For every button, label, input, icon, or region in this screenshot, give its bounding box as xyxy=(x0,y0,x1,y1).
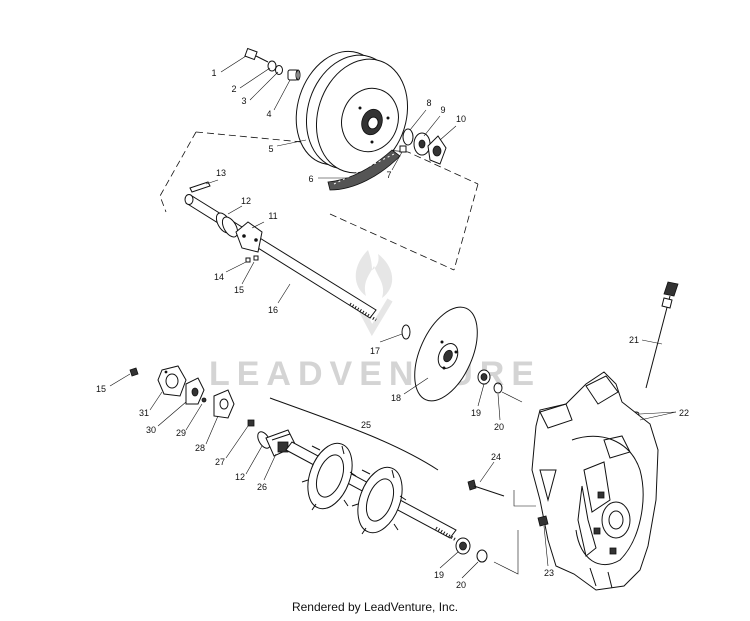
callout-21: 21 xyxy=(629,335,639,345)
part-1-bolt xyxy=(244,47,269,63)
callout-30: 30 xyxy=(146,425,156,435)
callout-19: 19 xyxy=(471,408,481,418)
chaincase-housing xyxy=(531,371,659,591)
part-2-washer xyxy=(267,60,277,72)
part-8-washer xyxy=(402,128,414,146)
chaincase-group xyxy=(467,281,679,591)
drive-shaft-group xyxy=(109,365,488,579)
drive-sprocket-left xyxy=(301,442,357,511)
part-5-driven-pulley xyxy=(295,50,409,174)
callout-10: 10 xyxy=(456,114,466,124)
part-15-nut-upper xyxy=(253,255,259,261)
part-7-bolt xyxy=(399,145,407,153)
part-9-bearing xyxy=(413,132,431,156)
part-23-nut xyxy=(537,515,549,527)
part-12-bearing-upper xyxy=(215,212,239,238)
part-21-dipstick xyxy=(645,281,679,389)
callout-6: 6 xyxy=(308,174,313,184)
callout-20-lower: 20 xyxy=(456,580,466,590)
callout-20: 20 xyxy=(494,422,504,432)
part-4-spacer xyxy=(287,69,301,81)
watermark: LEADVENTURE xyxy=(209,250,541,393)
callout-5: 5 xyxy=(268,144,273,154)
watermark-text: LEADVENTURE xyxy=(209,355,541,393)
part-20-oring-upper xyxy=(493,382,503,394)
part-17-snap-ring xyxy=(401,324,411,340)
callout-29: 29 xyxy=(176,428,186,438)
callout-4: 4 xyxy=(266,109,271,119)
part-14-bolt xyxy=(245,257,251,263)
driven-clutch-group xyxy=(159,47,479,322)
part-10-retainer xyxy=(427,135,447,165)
callout-18: 18 xyxy=(391,393,401,403)
callout-1: 1 xyxy=(211,68,216,78)
callout-15: 15 xyxy=(234,285,244,295)
part-3-washer xyxy=(275,65,283,75)
callout-12: 12 xyxy=(241,196,251,206)
callout-12-lower: 12 xyxy=(235,472,245,482)
part-31-bearing-plate xyxy=(157,365,187,397)
part-20-oring-lower xyxy=(476,549,488,563)
footer-credit: Rendered by LeadVenture, Inc. xyxy=(291,600,459,614)
callout-27: 27 xyxy=(215,457,225,467)
callout-14: 14 xyxy=(214,272,224,282)
callout-11: 11 xyxy=(268,211,277,221)
leader-lines-right xyxy=(479,339,677,567)
callout-13: 13 xyxy=(216,168,226,178)
part-15-nut-lower xyxy=(129,367,139,377)
callout-22: 22 xyxy=(679,408,689,418)
part-19-seal-upper xyxy=(477,369,491,385)
callout-8: 8 xyxy=(426,98,431,108)
callout-25: 25 xyxy=(361,420,371,430)
part-25-bracket xyxy=(269,397,439,471)
callout-26: 26 xyxy=(257,482,267,492)
part-11-flange xyxy=(235,221,263,253)
leader-lines-top xyxy=(205,55,457,304)
callout-23: 23 xyxy=(544,568,554,578)
callouts: 1 2 3 4 5 6 7 8 9 10 11 12 13 14 15 16 1… xyxy=(96,68,689,590)
callout-28: 28 xyxy=(195,443,205,453)
callout-31: 31 xyxy=(139,408,149,418)
callout-24: 24 xyxy=(491,452,501,462)
callout-2: 2 xyxy=(231,84,236,94)
leader-lines-middle xyxy=(379,333,501,421)
callout-17: 17 xyxy=(370,346,380,356)
part-24-bolt xyxy=(467,479,505,497)
callout-19-lower: 19 xyxy=(434,570,444,580)
leader-lines-lower xyxy=(109,373,479,579)
part-13-key xyxy=(189,181,211,193)
part-28-plate xyxy=(213,389,235,419)
part-19-seal-lower xyxy=(455,537,471,555)
part-16-jackshaft xyxy=(184,194,377,322)
callout-9: 9 xyxy=(440,105,445,115)
brake-disc-group xyxy=(379,306,503,421)
callout-3: 3 xyxy=(241,96,246,106)
part-18-brake-disc xyxy=(414,306,478,402)
part-30-gasket xyxy=(185,377,205,405)
callout-15-lower: 15 xyxy=(96,384,106,394)
part-27-bolt xyxy=(247,419,255,427)
part-29-seal xyxy=(201,397,207,403)
drive-sprocket-right xyxy=(351,466,407,535)
callout-16: 16 xyxy=(268,305,278,315)
callout-7: 7 xyxy=(386,170,391,180)
